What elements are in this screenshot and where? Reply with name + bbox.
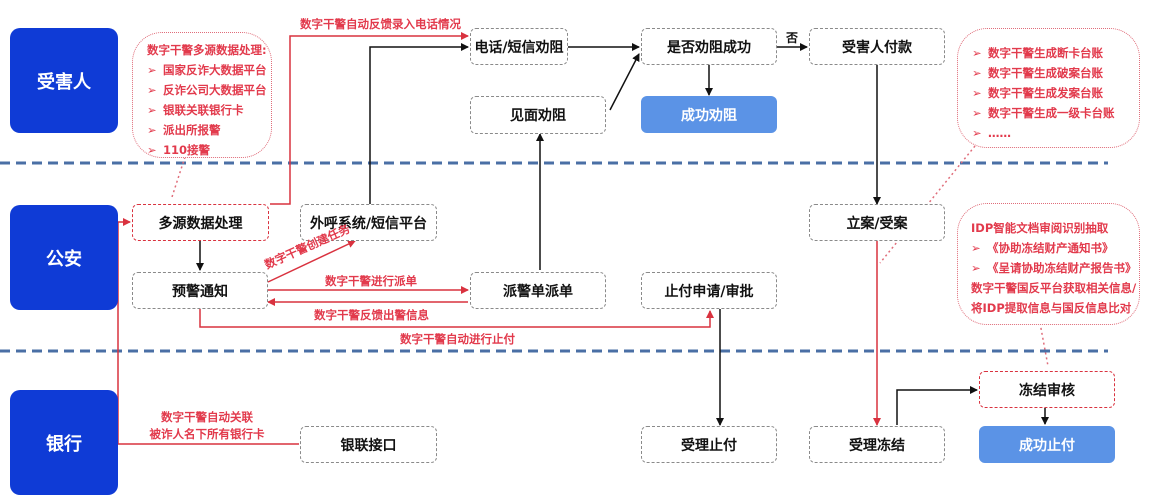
node-face-dissuade: 见面劝阻: [470, 96, 606, 134]
node-dispatch-order: 派警单派单: [470, 272, 606, 309]
cloud-idp-item: ➢《呈请协助冻结财产报告书》: [971, 261, 1137, 275]
cloud-multi-source-item: ➢110接警: [147, 143, 211, 157]
node-outbound-sms-platform: 外呼系统/短信平台: [300, 204, 437, 241]
arrow-outbound-to-phone: [369, 43, 469, 204]
lane-bank: 银行: [10, 390, 118, 495]
cloud-ledgers-item: ➢……: [972, 126, 1011, 140]
arrow-auto-link-cards: [117, 218, 299, 445]
node-multi-source-processing: 多源数据处理: [132, 204, 269, 241]
node-accept-freeze: 受理冻结: [809, 426, 945, 463]
cloud-idp-title: IDP智能文档审阅识别抽取: [971, 221, 1109, 235]
label-auto-link-cards-line1: 数字干警自动关联: [161, 410, 253, 424]
arrow-face-to-decision: [609, 53, 640, 111]
cloud-multi-source-item: ➢银联关联银行卡: [147, 103, 244, 117]
cloud-idp-item: ➢《协助冻结财产通知书》: [971, 241, 1114, 255]
label-auto-link-cards: 数字干警自动关联 被诈人名下所有银行卡: [142, 409, 272, 443]
cloud-ledgers: ➢数字干警生成断卡台账 ➢数字干警生成破案台账 ➢数字干警生成发案台账 ➢数字干…: [957, 28, 1140, 148]
cloud-tail-idp: [1039, 322, 1049, 367]
node-warning-notice: 预警通知: [132, 272, 268, 309]
cloud-ledgers-item: ➢数字干警生成断卡台账: [972, 46, 1103, 60]
node-is-dissuade-success: 是否劝阻成功: [641, 28, 777, 65]
label-feedback-police-info: 数字干警反馈出警信息: [314, 308, 429, 322]
label-auto-stop-payment: 数字干警自动进行止付: [400, 332, 515, 346]
arrow-create-task: [267, 240, 356, 283]
node-accept-stop-payment: 受理止付: [641, 426, 777, 463]
label-auto-link-cards-line2: 被诈人名下所有银行卡: [149, 427, 265, 441]
node-freeze-review: 冻结审核: [979, 371, 1115, 408]
node-file-case: 立案/受案: [809, 204, 945, 241]
cloud-ledgers-item: ➢数字干警生成发案台账: [972, 86, 1103, 100]
cloud-tail-multi-source: [171, 156, 186, 198]
arrow-freeze-to-review: [896, 386, 978, 425]
node-dissuade-success: 成功劝阻: [641, 96, 777, 133]
lane-police: 公安: [10, 205, 118, 310]
node-phone-sms-dissuade: 电话/短信劝阻: [470, 28, 568, 65]
cloud-multi-source-item: ➢国家反诈大数据平台: [147, 63, 267, 77]
label-auto-feedback-phone: 数字干警自动反馈录入电话情况: [300, 17, 461, 31]
label-no: 否: [786, 31, 799, 45]
node-stop-payment-apply: 止付申请/审批: [641, 272, 777, 309]
cloud-idp-footer: 将IDP提取信息与国反信息比对: [971, 301, 1132, 315]
lane-victim: 受害人: [10, 28, 118, 133]
cloud-idp: IDP智能文档审阅识别抽取 ➢《协助冻结财产通知书》 ➢《呈请协助冻结财产报告书…: [957, 203, 1140, 325]
node-unionpay-interface: 银联接口: [300, 426, 437, 463]
cloud-idp-footer: 数字干警国反平台获取相关信息/: [971, 281, 1137, 295]
arrow-auto-feedback: [270, 32, 469, 205]
node-stop-payment-success: 成功止付: [979, 426, 1115, 463]
cloud-multi-source-item: ➢派出所报警: [147, 123, 221, 137]
cloud-multi-source-title: 数字干警多源数据处理:: [147, 43, 267, 57]
label-do-dispatch: 数字干警进行派单: [325, 274, 417, 288]
arrow-auto-stop-payment: [199, 309, 714, 328]
cloud-ledgers-item: ➢数字干警生成一级卡台账: [972, 106, 1115, 120]
cloud-ledgers-item: ➢数字干警生成破案台账: [972, 66, 1103, 80]
node-victim-pays: 受害人付款: [809, 28, 945, 65]
cloud-multi-source-item: ➢反诈公司大数据平台: [147, 83, 267, 97]
cloud-multi-source: 数字干警多源数据处理: ➢国家反诈大数据平台 ➢反诈公司大数据平台 ➢银联关联银…: [132, 32, 272, 158]
